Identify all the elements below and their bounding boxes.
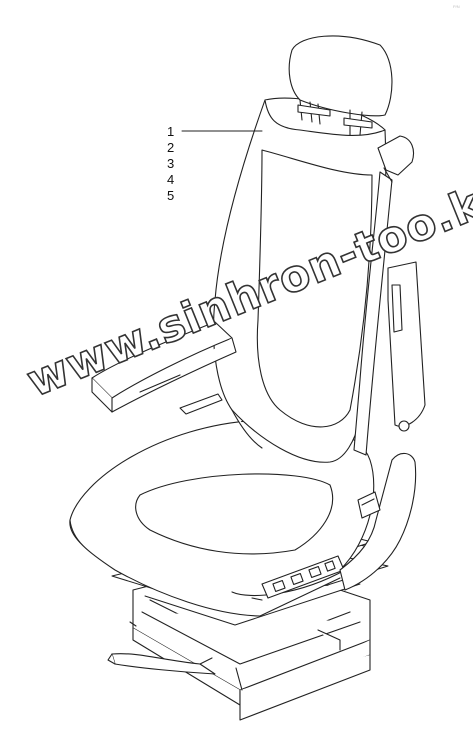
callout-number: 3 [167, 156, 175, 171]
callout-number: 1 [167, 124, 175, 139]
callout-number: 5 [167, 188, 175, 203]
backrest [212, 97, 387, 463]
side-trim [339, 452, 417, 591]
corner-mark: P/N [453, 4, 460, 9]
slide-handle [107, 653, 216, 675]
callout-number: 2 [167, 140, 175, 155]
callout-number: 4 [167, 172, 175, 187]
seat-belt [353, 135, 426, 456]
headrest [288, 35, 393, 136]
armrest [91, 321, 237, 415]
